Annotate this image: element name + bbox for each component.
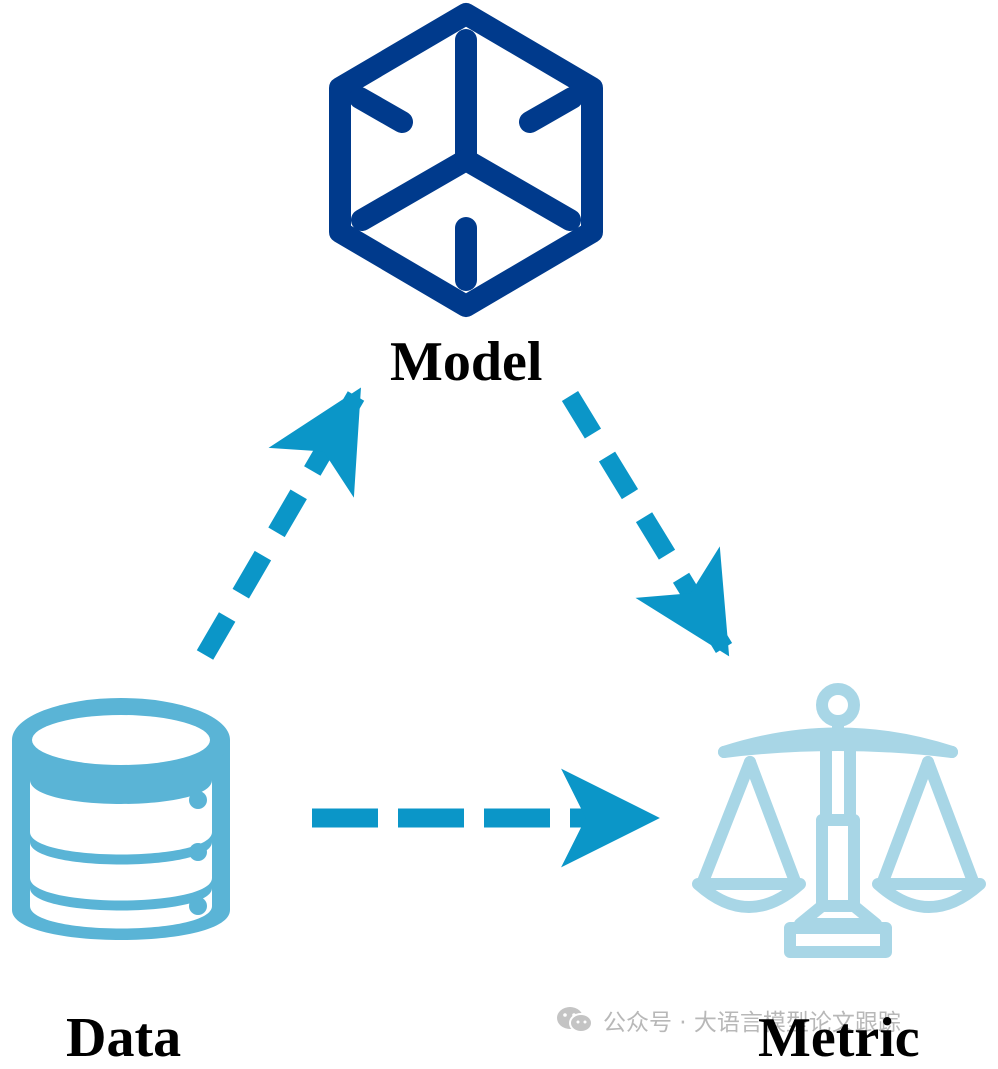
watermark-text: 公众号 · 大语言模型论文跟踪: [603, 1010, 901, 1036]
balance-scale-icon: [692, 683, 986, 958]
metric-label: Metric: [758, 1007, 920, 1069]
wechat-icon: [557, 1007, 593, 1033]
model-cube-icon: [329, 3, 603, 317]
watermark: 公众号 · 大语言模型论文跟踪: [555, 1004, 901, 1036]
database-icon: [12, 698, 230, 940]
model-label: Model: [390, 331, 543, 393]
arrow-data-to-model: [196, 387, 365, 660]
data-label: Data: [66, 1007, 182, 1069]
arrow-model-to-metric: [561, 391, 733, 657]
